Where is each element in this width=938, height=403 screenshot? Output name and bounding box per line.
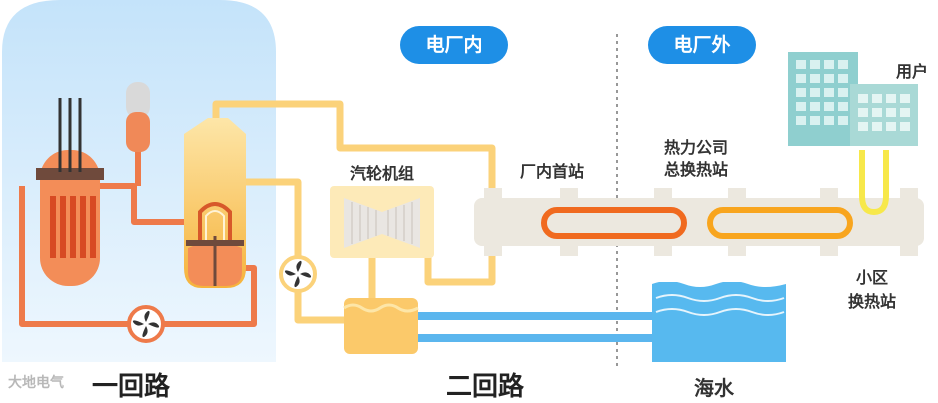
- condenser-icon: [343, 298, 419, 354]
- inside-plant-badge: 电厂内: [400, 26, 508, 64]
- secondary-loop-label: 二回路: [446, 372, 525, 402]
- seawater-pool: [652, 281, 786, 362]
- secondary-pipes: [212, 100, 496, 324]
- community-station-label-line1: 小区: [856, 268, 889, 287]
- heat-station-label-line1: 热力公司: [664, 138, 729, 157]
- building-icon: [788, 52, 918, 146]
- heat-station-label-line2: 总换热站: [664, 160, 729, 179]
- plant-first-station-label: 厂内首站: [520, 162, 585, 181]
- warm-loop: [707, 207, 853, 239]
- steam-generator-icon: [184, 118, 246, 288]
- reactor-icon: [36, 98, 104, 286]
- pressurizer-icon: [126, 82, 150, 152]
- outside-plant-badge: 电厂外: [648, 26, 756, 64]
- seawater-label: 海水: [694, 376, 734, 400]
- turbine-icon: [330, 186, 434, 258]
- turbine-label: 汽轮机组: [350, 164, 415, 183]
- seawater-pipe: [392, 312, 652, 342]
- primary-pipes: [19, 148, 257, 327]
- user-loop: [859, 150, 889, 216]
- fan-icon: [279, 255, 317, 293]
- primary-loop-label: 一回路: [92, 372, 171, 402]
- hot-loop: [541, 207, 687, 239]
- watermark: 大地电气: [8, 375, 64, 391]
- users-label: 用户: [896, 62, 929, 81]
- community-station-label-line2: 换热站: [848, 292, 897, 311]
- fan-icon: [127, 305, 165, 343]
